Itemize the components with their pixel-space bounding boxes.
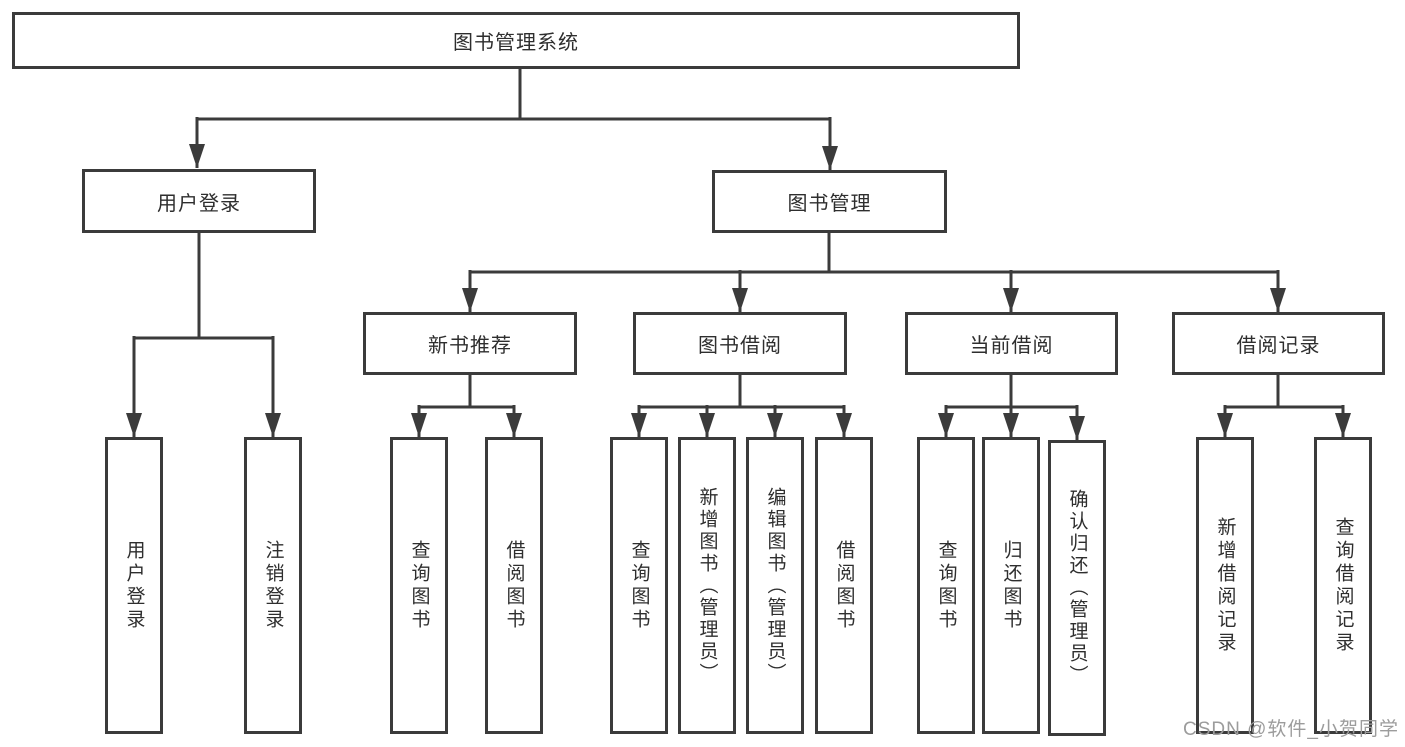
connector-current-borrow-trunk [946,375,1077,409]
node-new-book-recommend: 新书推荐 [363,312,577,375]
node-book-borrow: 图书借阅 [633,312,847,375]
leaf-query-books-borrow: 查询图书 [610,437,668,734]
leaf-logout-login: 注销登录 [244,437,302,734]
connector-user-login-trunk [134,233,273,340]
node-borrow-records: 借阅记录 [1172,312,1385,375]
watermark: CSDN @软件_小贺同学 [1183,719,1399,740]
node-root: 图书管理系统 [12,12,1020,69]
connector-book-borrow-trunk [639,375,844,409]
leaf-borrow-books-recommend: 借阅图书 [485,437,543,734]
leaf-add-books-admin: 新增图书（管理员） [678,437,736,734]
leaf-borrow-books: 借阅图书 [815,437,873,734]
node-user-login: 用户登录 [82,169,316,233]
connector-borrow-records-trunk [1225,375,1343,409]
leaf-add-borrow-record: 新增借阅记录 [1196,437,1254,734]
leaf-query-books-recommend: 查询图书 [390,437,448,734]
leaf-edit-books-admin: 编辑图书（管理员） [746,437,804,734]
leaf-query-borrow-record: 查询借阅记录 [1314,437,1372,734]
leaf-return-books: 归还图书 [982,437,1040,734]
node-current-borrow: 当前借阅 [905,312,1118,375]
connector-new-book-trunk [419,375,514,409]
connector-root-trunk [197,68,830,121]
leaf-user-login: 用户登录 [105,437,163,734]
node-book-management: 图书管理 [712,170,947,233]
leaf-query-books-current: 查询图书 [917,437,975,734]
connector-book-management-trunk [470,233,1278,274]
leaf-confirm-return-admin: 确认归还（管理员） [1048,440,1106,736]
